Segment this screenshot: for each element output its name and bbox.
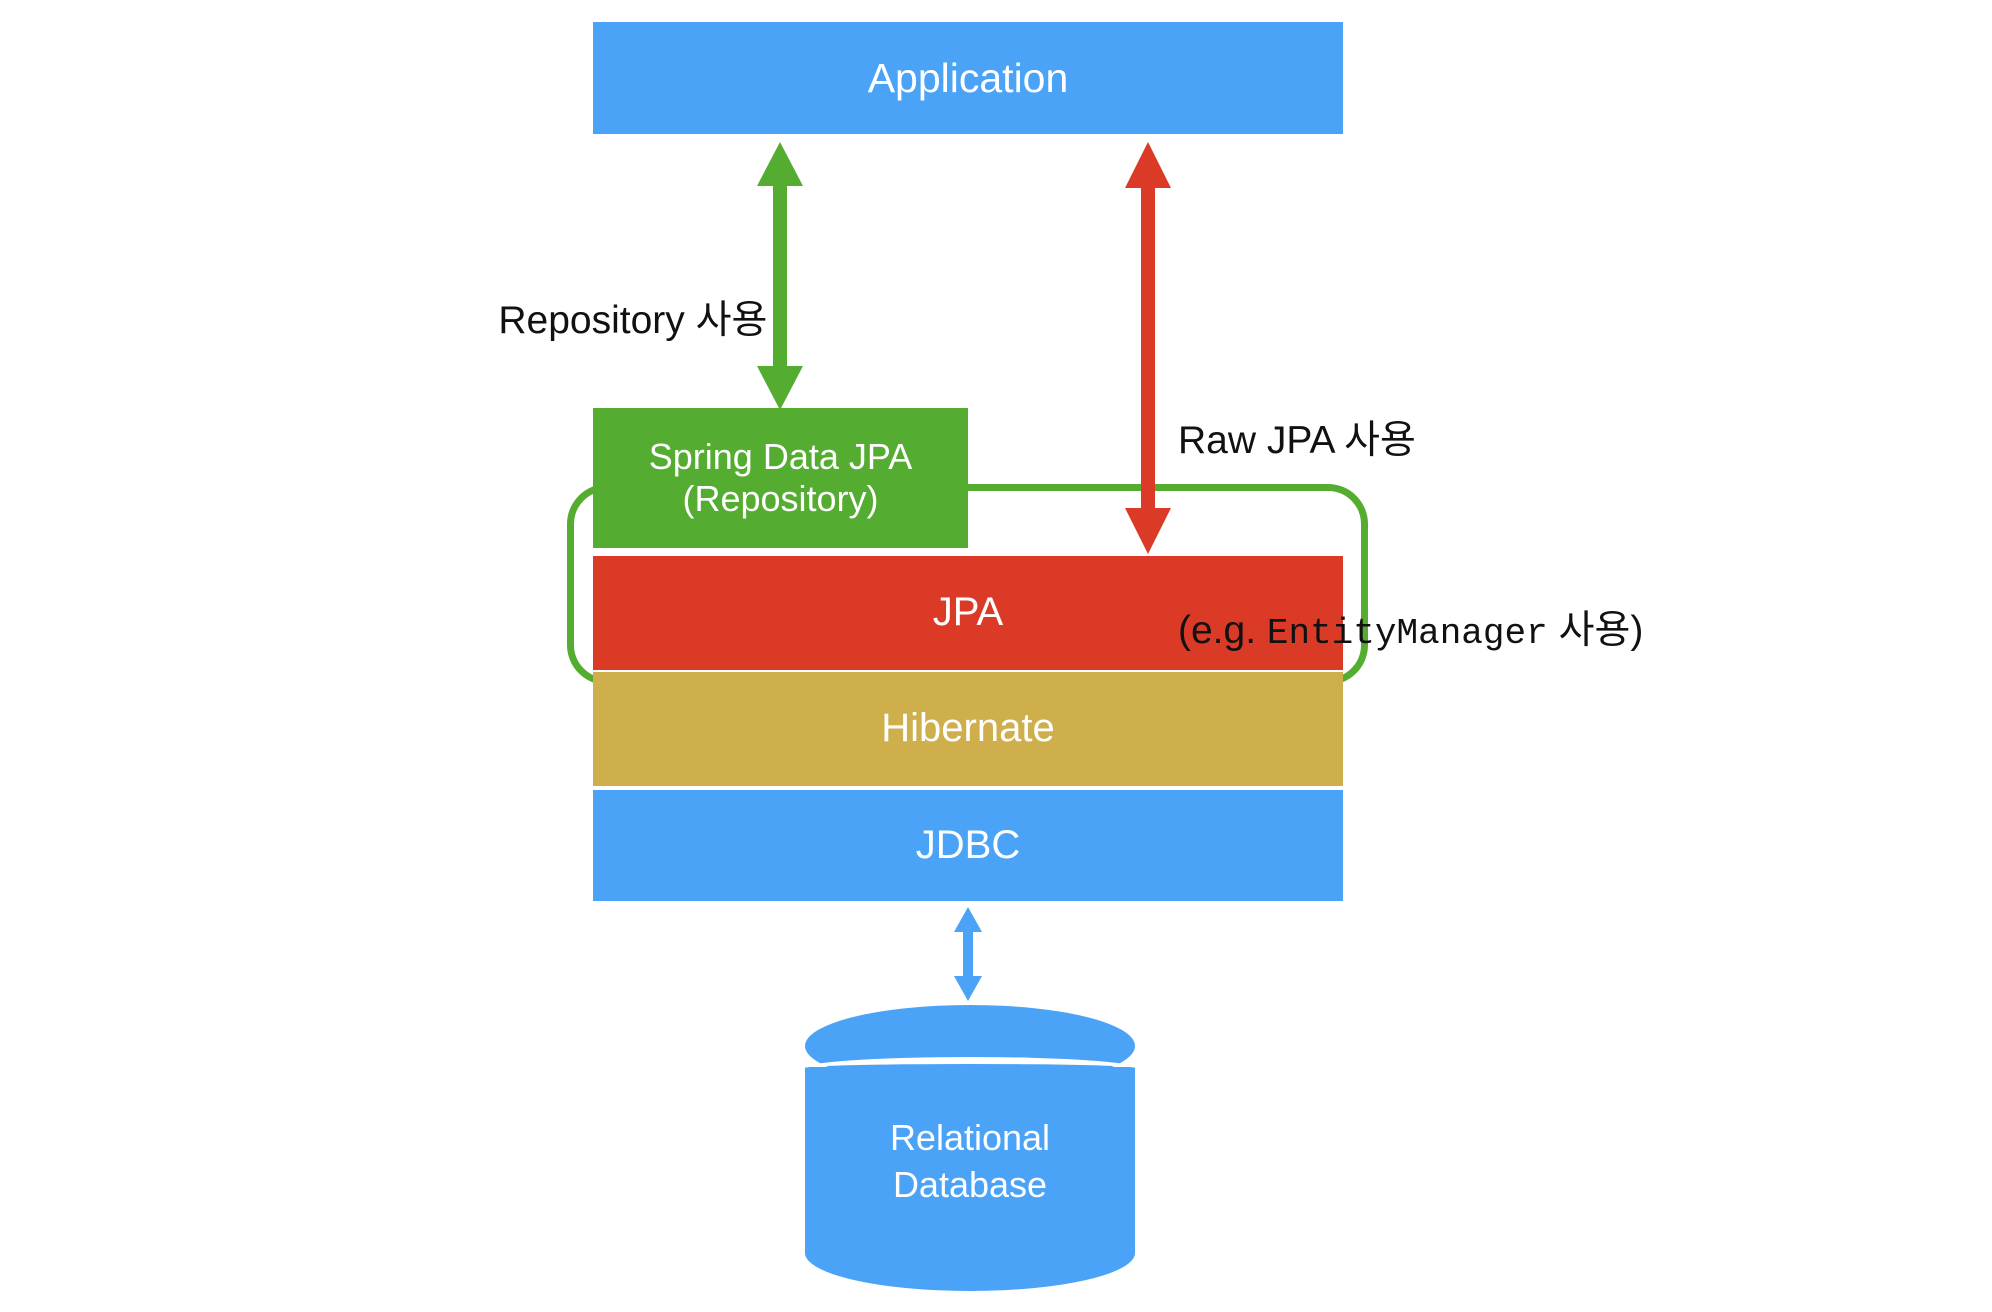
database-label-line2: Database [892, 1163, 1048, 1205]
database-label-line1: Relational [889, 1117, 1051, 1158]
annotation-raw-jpa-line2-suffix: 사용) [1547, 608, 1644, 652]
layer-box-hibernate: Hibernate [593, 672, 1343, 786]
layer-box-jpa: JPA [593, 556, 1343, 670]
layer-label-application: Application [867, 54, 1069, 101]
layer-label-spring-data-jpa-line2: (Repository) [682, 478, 879, 519]
layer-box-spring-data-jpa: Spring Data JPA (Repository) [593, 408, 968, 548]
annotation-raw-jpa-line1: Raw JPA 사용 [1178, 419, 1416, 463]
database-label: Relational Database [805, 1115, 1135, 1209]
annotation-raw-jpa-line2: (e.g. EntityManager 사용) [1178, 599, 1643, 663]
connector-application-to-spring-data-jpa [757, 142, 803, 410]
annotation-raw-jpa-line2-prefix: (e.g. [1178, 608, 1267, 652]
connector-application-to-jpa [1125, 142, 1171, 554]
layer-label-spring-data-jpa: Spring Data JPA (Repository) [649, 436, 912, 521]
annotation-raw-jpa-path: Raw JPA 사용 (e.g. EntityManager 사용) [1178, 283, 1643, 790]
layer-label-jpa: JPA [932, 590, 1004, 635]
annotation-raw-jpa-line2-code: EntityManager [1266, 612, 1548, 654]
database-cylinder-body [805, 1067, 1135, 1291]
layer-box-application: Application [593, 22, 1343, 134]
layer-label-jdbc: JDBC [915, 822, 1021, 867]
database-cylinder: Relational Database [805, 1005, 1135, 1291]
connector-jdbc-to-database [954, 907, 982, 1001]
layer-label-spring-data-jpa-line1: Spring Data JPA [648, 435, 913, 477]
database-cylinder-seam [805, 1057, 1135, 1079]
layer-label-hibernate: Hibernate [881, 706, 1055, 751]
annotation-repository-path-text: Repository 사용 [498, 298, 768, 342]
annotation-repository-path: Repository 사용 [455, 248, 767, 394]
layer-box-jdbc: JDBC [593, 790, 1343, 901]
